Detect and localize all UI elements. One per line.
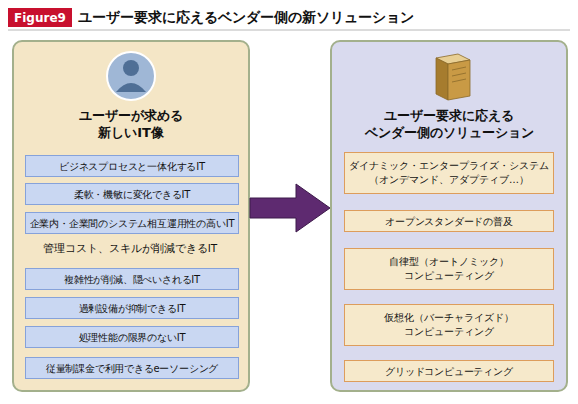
box-text: 過剰設備が抑制できるIT xyxy=(79,302,186,315)
box-text: 企業内・企業間のシステム相互運用性の高いIT xyxy=(30,217,235,230)
solution-box: 自律型（オートノミック） コンピューティング xyxy=(344,248,554,290)
requirement-box: 過剰設備が抑制できるIT xyxy=(25,297,239,319)
title-rule xyxy=(8,30,570,31)
requirement-text: 管理コスト、スキルが削減できるIT xyxy=(23,238,237,260)
box-text: 自律型（オートノミック） コンピューティング xyxy=(345,255,553,283)
box-text: 柔軟・機敏に変化できるIT xyxy=(74,188,190,201)
solution-box: オープンスタンダードの普及 xyxy=(344,210,554,232)
requirement-box: ビジネスプロセスと一体化するIT xyxy=(25,155,239,177)
figure-tag: Figure9 xyxy=(8,8,72,27)
requirement-box: 従量制課金で利用できるeーソーシング xyxy=(25,357,239,379)
box-text: ビジネスプロセスと一体化するIT xyxy=(59,160,205,173)
solution-box: ダイナミック・エンタープライズ・システム （オンデマンド、アダプティブ…） xyxy=(344,152,554,194)
box-text: 従量制課金で利用できるeーソーシング xyxy=(46,362,219,375)
solution-box: グリッドコンピューティング xyxy=(344,360,554,382)
box-text: 複雑性が削減、隠ぺいされるIT xyxy=(64,273,200,286)
user-panel: ユーザーが求める 新しいIT像ビジネスプロセスと一体化するIT 柔軟・機敏に変化で… xyxy=(12,40,250,392)
requirement-box: 処理性能の限界のないIT xyxy=(25,326,239,348)
vendor-panel: ユーザー要求に応える ベンダー側のソリューションダイナミック・エンタープライズ・… xyxy=(330,40,568,392)
requirement-box: 企業内・企業間のシステム相互運用性の高いIT xyxy=(25,212,239,234)
box-text: オープンスタンダードの普及 xyxy=(385,215,512,228)
box-text: ダイナミック・エンタープライズ・システム （オンデマンド、アダプティブ…） xyxy=(345,159,553,187)
panel-heading: ユーザー要求に応える ベンダー側のソリューション xyxy=(346,107,552,141)
requirement-box: 柔軟・機敏に変化できるIT xyxy=(25,183,239,205)
block-arrow xyxy=(250,184,330,232)
box-text: 処理性能の限界のないIT xyxy=(79,331,186,344)
panel-heading: ユーザーが求める 新しいIT像 xyxy=(66,107,196,141)
figure-title: ユーザー要求に応えるベンダー側の新ソリューション xyxy=(78,8,414,26)
box-text: 仮想化（バーチャライズド） コンピューティング xyxy=(345,311,553,339)
solution-box: 仮想化（バーチャライズド） コンピューティング xyxy=(344,304,554,346)
requirement-box: 複雑性が削減、隠ぺいされるIT xyxy=(25,268,239,290)
box-text: グリッドコンピューティング xyxy=(385,365,512,378)
